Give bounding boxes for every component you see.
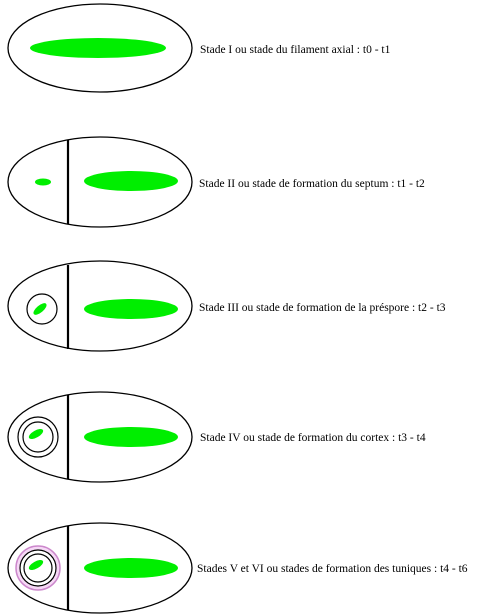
stage-3-mother-nucleoid: [84, 299, 178, 319]
stage-5-mother-nucleoid: [84, 558, 178, 578]
stage-4-label: Stade IV ou stade de formation du cortex…: [200, 432, 426, 444]
stage-4-mother-nucleoid: [84, 427, 178, 447]
stage-1-label: Stade I ou stade du filament axial : t0 …: [200, 44, 391, 56]
stage-3-prespore-nucleoid: [33, 303, 47, 315]
stage-3-label: Stade III ou stade de formation de la pr…: [199, 302, 446, 314]
stage-5: Stades V et VI ou stades de formation de…: [7, 522, 468, 614]
stage-2: Stade II ou stade de formation du septum…: [7, 136, 425, 228]
stage-2-large-nucleoid: [84, 171, 178, 191]
stage-5-prespore: [23, 553, 53, 583]
stage-4: Stade IV ou stade de formation du cortex…: [7, 391, 426, 483]
stage-2-label: Stade II ou stade de formation du septum…: [199, 178, 425, 190]
stage-1-axial-filament: [30, 38, 166, 58]
stage-5-label: Stades V et VI ou stades de formation de…: [197, 563, 468, 575]
stage-3: Stade III ou stade de formation de la pr…: [7, 260, 446, 352]
stage-2-small-nucleoid: [35, 178, 51, 186]
stage-1: Stade I ou stade du filament axial : t0 …: [7, 3, 391, 93]
stage-4-prespore-nucleoid: [28, 428, 44, 440]
stage-4-prespore: [22, 421, 54, 453]
stage-5-prespore-nucleoid: [28, 559, 44, 571]
